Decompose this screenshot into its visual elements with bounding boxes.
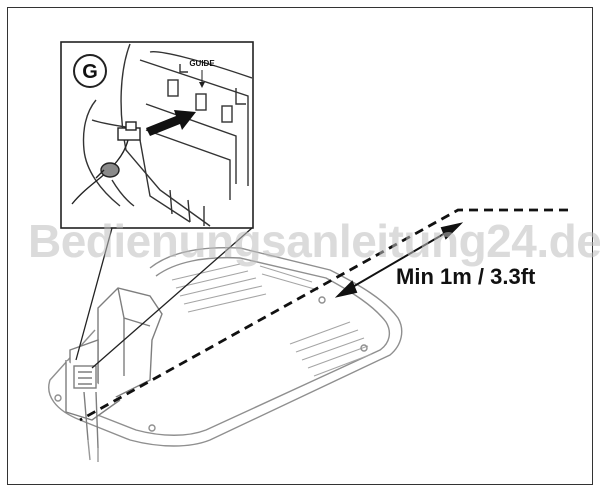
charging-station-tower — [65, 287, 163, 462]
inset-leader-lines — [75, 227, 253, 369]
charging-station-plate — [48, 246, 403, 447]
distance-arrow — [334, 222, 464, 298]
watermark-text: Bedienungsanleitung24.de — [28, 215, 600, 267]
guide-wire-path — [79, 208, 568, 422]
distance-label: Min 1m / 3.3ft — [396, 264, 536, 289]
insert-arrow — [146, 110, 196, 136]
inset-label-circle — [73, 54, 107, 88]
detail-inset — [60, 41, 254, 229]
